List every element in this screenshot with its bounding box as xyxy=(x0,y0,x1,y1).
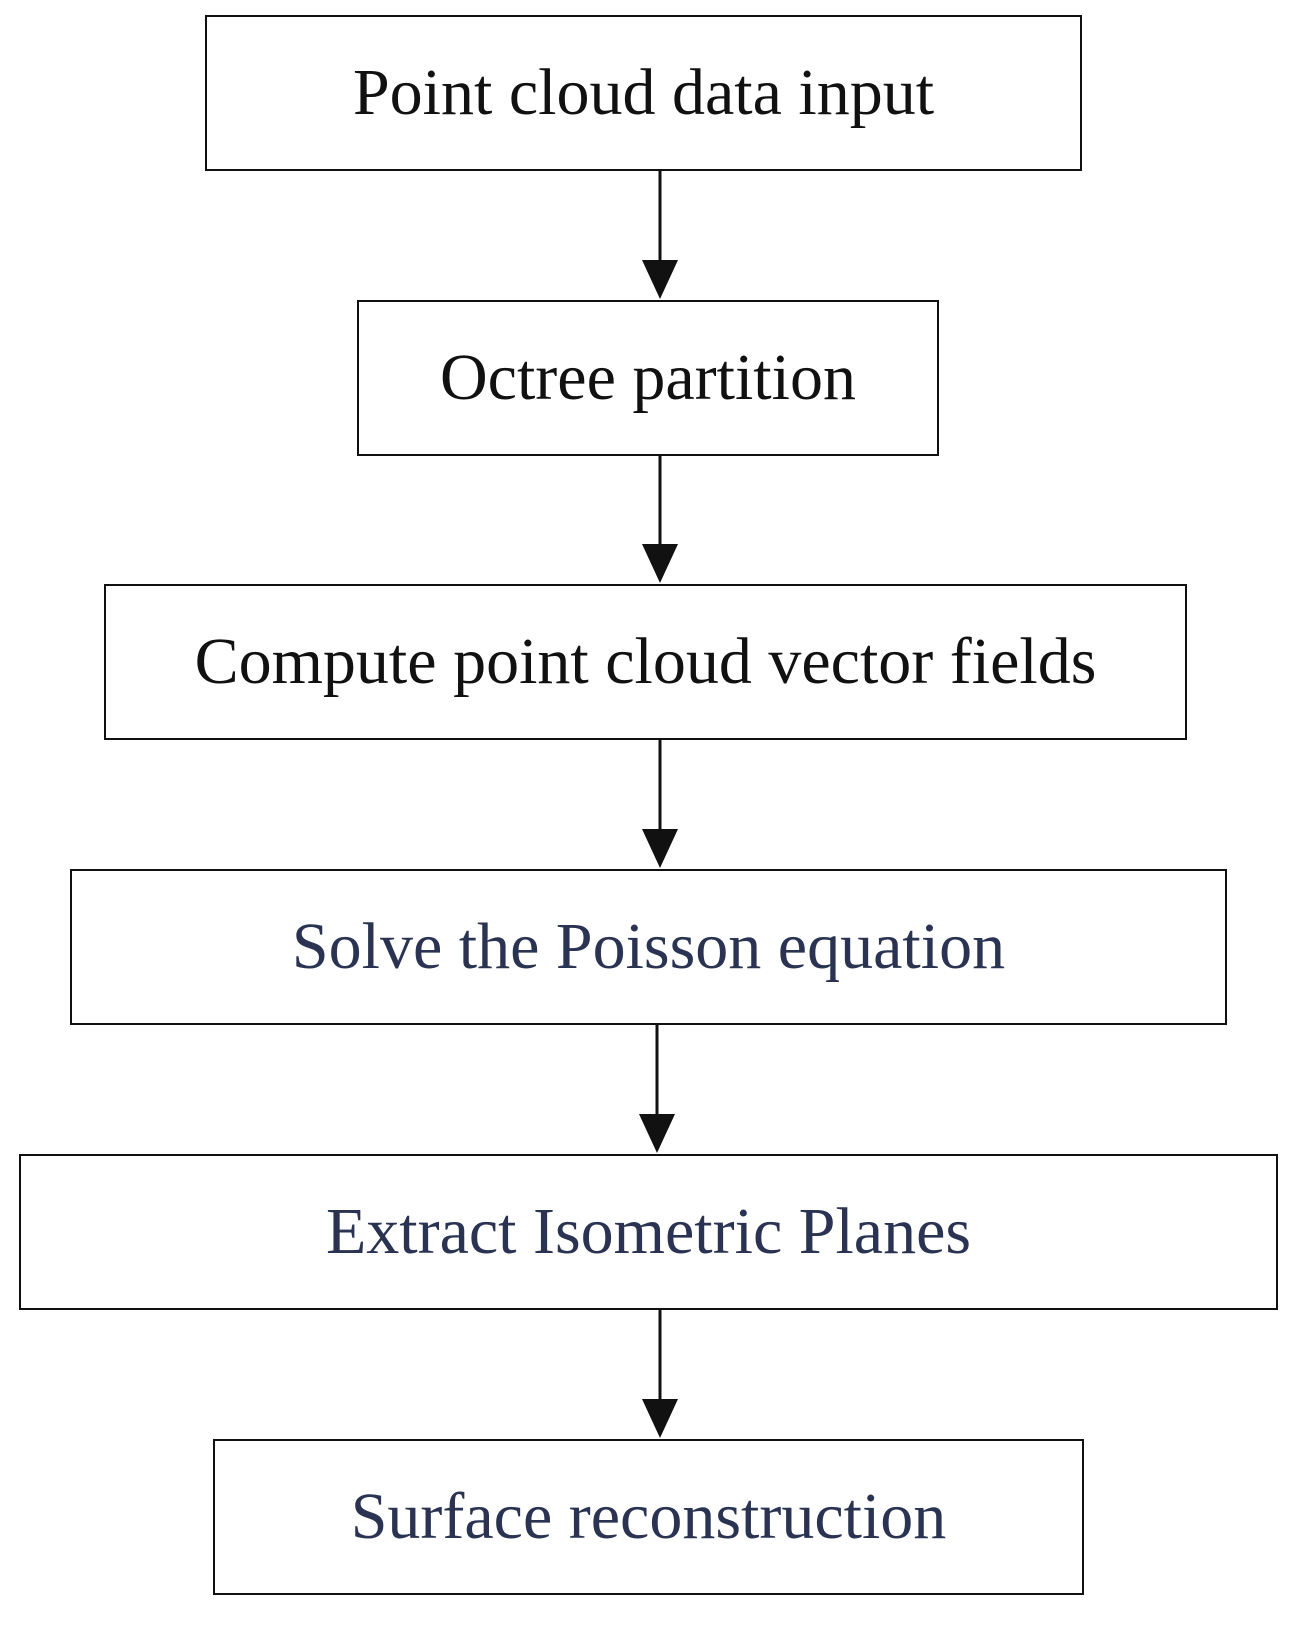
step-box-octree-partition: Octree partition xyxy=(357,300,939,456)
arrow-5-to-6 xyxy=(642,1310,678,1438)
step-label: Surface reconstruction xyxy=(350,1480,947,1553)
step-label: Octree partition xyxy=(440,341,856,414)
step-label: Point cloud data input xyxy=(352,56,935,129)
arrow-4-to-5 xyxy=(639,1025,675,1153)
step-label: Compute point cloud vector fields xyxy=(194,625,1097,698)
arrow-3-to-4 xyxy=(642,740,678,868)
step-box-compute-vector-fields: Compute point cloud vector fields xyxy=(104,584,1187,740)
step-label: Solve the Poisson equation xyxy=(291,910,1006,983)
arrow-2-to-3 xyxy=(642,456,678,583)
step-box-point-cloud-input: Point cloud data input xyxy=(205,15,1082,171)
step-box-surface-reconstruction: Surface reconstruction xyxy=(213,1439,1084,1595)
step-box-extract-isometric-planes: Extract Isometric Planes xyxy=(19,1154,1278,1310)
step-label: Extract Isometric Planes xyxy=(325,1195,972,1268)
arrow-1-to-2 xyxy=(642,171,678,299)
step-box-solve-poisson: Solve the Poisson equation xyxy=(70,869,1227,1025)
